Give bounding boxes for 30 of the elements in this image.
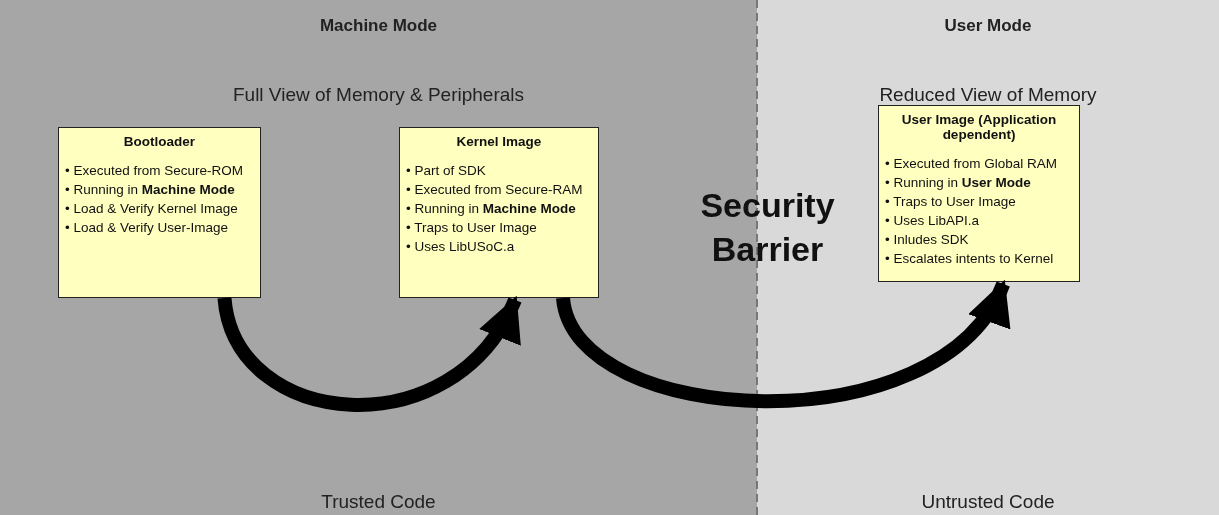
barrier-label: Security Barrier bbox=[699, 185, 836, 270]
bullet-item: • Running in Machine Mode bbox=[406, 201, 577, 217]
bullet-item: • Inludes SDK bbox=[885, 232, 970, 248]
bullet-item: • Executed from Secure-RAM bbox=[406, 182, 584, 198]
process-box bbox=[878, 105, 1080, 282]
bullet-item: • Traps to User Image bbox=[406, 220, 538, 236]
box-title: Kernel Image bbox=[455, 134, 543, 149]
process-box bbox=[58, 127, 261, 298]
bullet-item: • Uses LibUSoC.a bbox=[406, 239, 516, 255]
bullet-item: • Running in Machine Mode bbox=[65, 182, 236, 198]
panel-subheading: Reduced View of Memory bbox=[878, 84, 1098, 106]
box-title: User Image (Application dependent) bbox=[900, 112, 1058, 142]
panel-heading: User Mode bbox=[943, 16, 1033, 36]
bullet-item: • Executed from Secure-ROM bbox=[65, 163, 245, 179]
bullet-item: • Running in User Mode bbox=[885, 175, 1032, 191]
bullet-item: • Uses LibAPI.a bbox=[885, 213, 981, 229]
panel-subheading: Full View of Memory & Peripherals bbox=[231, 84, 526, 106]
bullet-item: • Load & Verify User-Image bbox=[65, 220, 230, 236]
bullet-item: • Escalates intents to Kernel bbox=[885, 251, 1055, 267]
panel-footer: Trusted Code bbox=[0, 491, 757, 513]
bullet-item: • Traps to User Image bbox=[885, 194, 1017, 210]
box-title: Bootloader bbox=[122, 134, 197, 149]
bullet-item: • Load & Verify Kernel Image bbox=[65, 201, 239, 217]
bullet-item: • Part of SDK bbox=[406, 163, 487, 179]
process-box bbox=[399, 127, 599, 298]
curved-arrow bbox=[556, 280, 1010, 409]
panel-footer: Untrusted Code bbox=[757, 491, 1219, 513]
panel-heading: Machine Mode bbox=[318, 16, 439, 36]
bullet-item: • Executed from Global RAM bbox=[885, 156, 1059, 172]
curved-arrow bbox=[217, 296, 522, 412]
